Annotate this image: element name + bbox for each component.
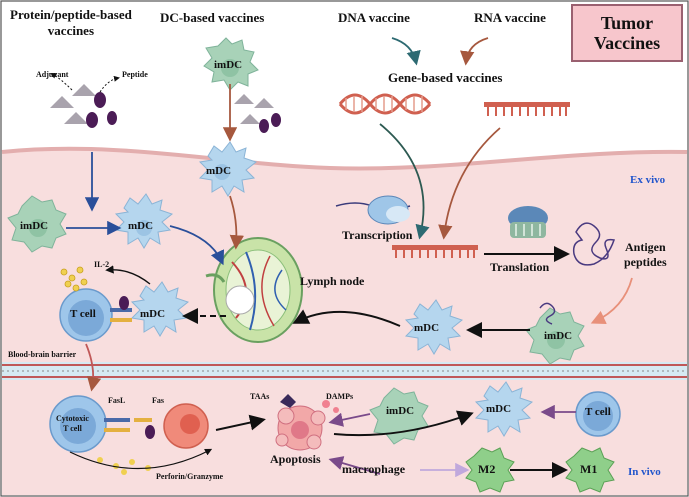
mdc-right-label: mDC [414, 322, 440, 334]
tissue-membrane [1, 146, 688, 171]
mdc-top-label: mDC [206, 165, 232, 177]
gene-vaccine-label: Gene-based vaccines [388, 70, 503, 85]
imdc-right-label: imDC [544, 330, 573, 342]
dc-top-imdc [203, 37, 259, 91]
m1-label: M1 [580, 462, 598, 476]
imdc-invivo-label: imDC [386, 405, 415, 417]
adjuvant-label: Adjuvant [36, 70, 69, 79]
mdc-invivo-label: mDC [486, 403, 512, 415]
dc-left-imdc [7, 195, 67, 253]
tcell-left-label: T cell [70, 308, 96, 320]
cytotoxic-tcell-icon [49, 395, 155, 453]
mdc-left-label: mDC [128, 220, 154, 232]
dna-icon [338, 93, 432, 115]
rna-icon [484, 102, 570, 116]
arrows [66, 37, 633, 478]
dc-right-imdc [525, 307, 585, 365]
il2-dots [60, 266, 88, 292]
macrophage-label: macrophage [342, 462, 406, 476]
blood-brain-barrier [2, 362, 687, 380]
dc-left-mdc [114, 193, 174, 249]
translation-label: Translation [490, 260, 550, 274]
m2-label: M2 [478, 462, 496, 476]
tcell-right-icon [575, 391, 621, 437]
mrna-transcript-icon [392, 245, 478, 258]
perforin-label: Perforin/Granzyme [156, 472, 224, 481]
antigen-peptides-label: Antigen peptides [624, 240, 667, 269]
peptide-label: Peptide [122, 70, 148, 79]
damps-label: DAMPs [326, 392, 354, 401]
dc-vaccine-label: DC-based vaccines [160, 10, 265, 25]
dc-tcell-mdc [130, 281, 190, 337]
apoptotic-cell-icon [275, 394, 339, 451]
mdc-tcell-label: mDC [140, 308, 166, 320]
in-vivo-label: In vivo [628, 466, 661, 478]
imdc-left-label: imDC [20, 220, 49, 232]
bbb-label: Blood-brain barrier [8, 350, 77, 359]
tcell-right-label: T cell [585, 406, 611, 418]
transcription-label: Transcription [342, 228, 413, 242]
ribosome-icon [508, 206, 548, 238]
antigen-on-imdc-icon [539, 302, 556, 325]
ex-vivo-label: Ex vivo [630, 174, 666, 186]
m1-cell-icon [565, 447, 615, 493]
dc-right-mdc [404, 299, 464, 355]
taas-label: TAAs [250, 392, 270, 401]
tcell-left-icon [59, 288, 132, 342]
dc-top-mdc [198, 141, 258, 197]
rna-vaccine-label: RNA vaccine [474, 10, 546, 25]
fasl-label: FasL [108, 396, 126, 405]
adjuvant-peptide-mix [50, 73, 120, 128]
title-box: Tumor Vaccines [571, 4, 683, 62]
lymph-node-label: Lymph node [300, 274, 365, 288]
apoptosis-label: Apoptosis [270, 452, 321, 466]
dc-antigen-mix [234, 94, 281, 133]
lymph-node-icon [205, 237, 303, 343]
dna-vaccine-label: DNA vaccine [338, 10, 410, 25]
dc-invivo-mdc [474, 381, 534, 437]
polymerase-icon [335, 195, 411, 225]
antigen-peptide-icon [572, 222, 615, 266]
protein-vaccine-label: Protein/peptide-based vaccines [10, 7, 132, 38]
tumor-cell-icon [163, 403, 209, 449]
title-text: Tumor Vaccines [593, 13, 661, 53]
fas-label: Fas [152, 396, 164, 405]
il2-label: IL-2 [94, 260, 110, 269]
imdc-top-label: imDC [214, 59, 243, 71]
cytotoxic-tcell-label: Cytotoxic T cell [56, 414, 89, 433]
